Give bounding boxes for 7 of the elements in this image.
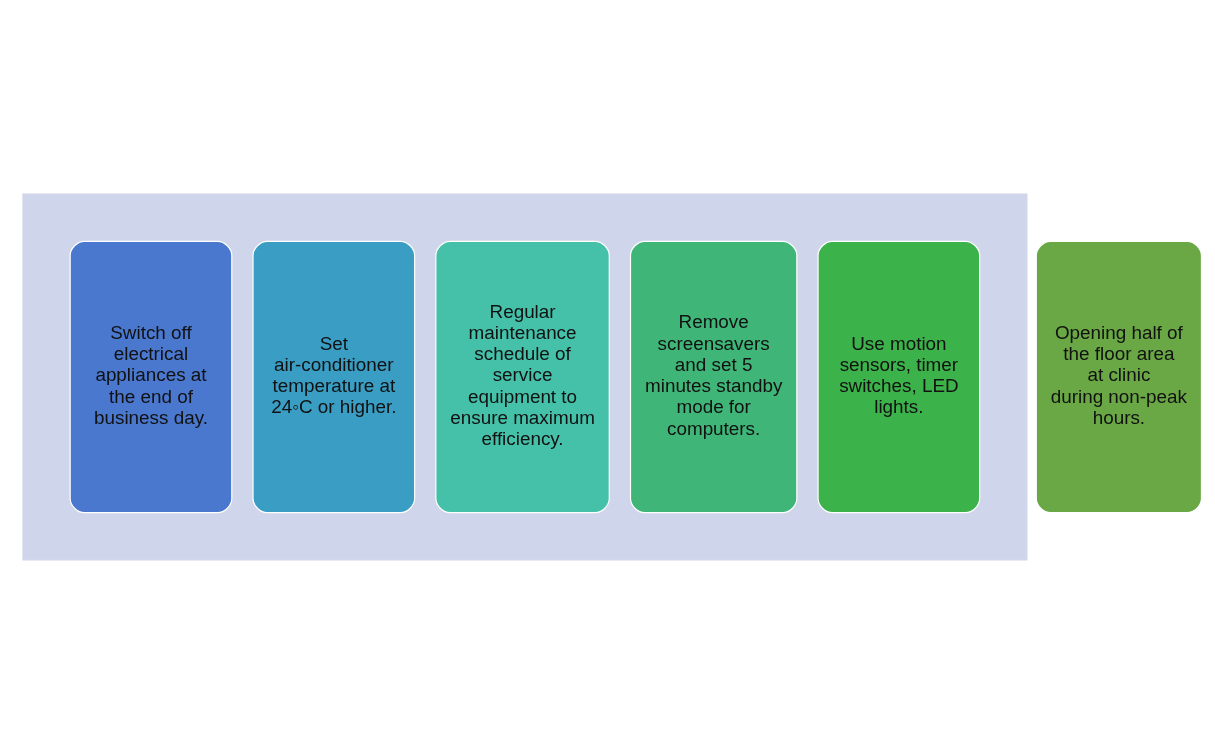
node-box: Remove screensavers and set 5 minutes standby mode for computers. [629, 240, 798, 513]
cluster [22, 193, 1028, 560]
node-box: Switch off electrical appliances at the end of business day. [69, 240, 233, 513]
node-box: Use motion sensors, timer switches, LED lights. [817, 240, 981, 513]
node-box: Set air-conditioner temperature at 24◦C or higher. [252, 240, 416, 513]
node-box: Regular maintenance schedule of service equipment to ensure maximum efficiency. [435, 240, 610, 513]
node-box: Opening half of the floor area at clinic during non-peak hours. [1035, 240, 1203, 513]
